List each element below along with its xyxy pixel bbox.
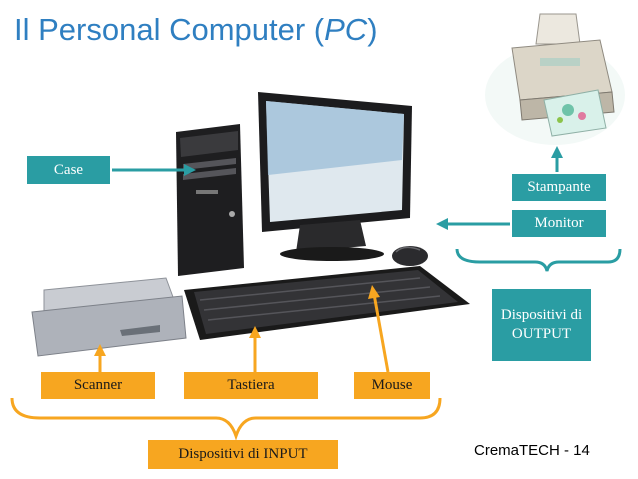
printer-arrow-head [551,146,563,158]
scanner-illustration [31,277,187,357]
title-text: Il Personal Computer ( [14,12,325,47]
keyboard-illustration [184,266,470,340]
case-label: Case [27,156,110,184]
case-illustration [176,124,244,276]
footer-credit: CremaTECH - 14 [474,442,590,459]
case-arrow-head [184,164,196,176]
arrows [94,146,563,373]
slide-title: Il Personal Computer (PC) [14,12,378,48]
mouse-arrow-head [368,285,380,299]
scanner-label: Scanner [41,372,155,399]
output-devices-label: Dispositivi di OUTPUT [492,289,591,361]
output-brace [455,248,622,272]
monitor-arrow-head [436,218,448,230]
monitor-label: Monitor [512,210,606,237]
mouse-label: Mouse [354,372,430,399]
scanner-arrow-head [94,344,106,356]
title-abbr: PC [324,12,368,47]
tastiera-label: Tastiera [184,372,318,399]
input-devices-label: Dispositivi di INPUT [148,440,338,469]
title-close: ) [367,12,378,47]
mouse-illustration [392,246,428,266]
printer-illustration [485,13,625,145]
keyboard-arrow-head [249,326,261,338]
monitor-illustration [258,92,412,261]
stampante-label: Stampante [512,174,606,201]
input-brace [10,397,442,441]
